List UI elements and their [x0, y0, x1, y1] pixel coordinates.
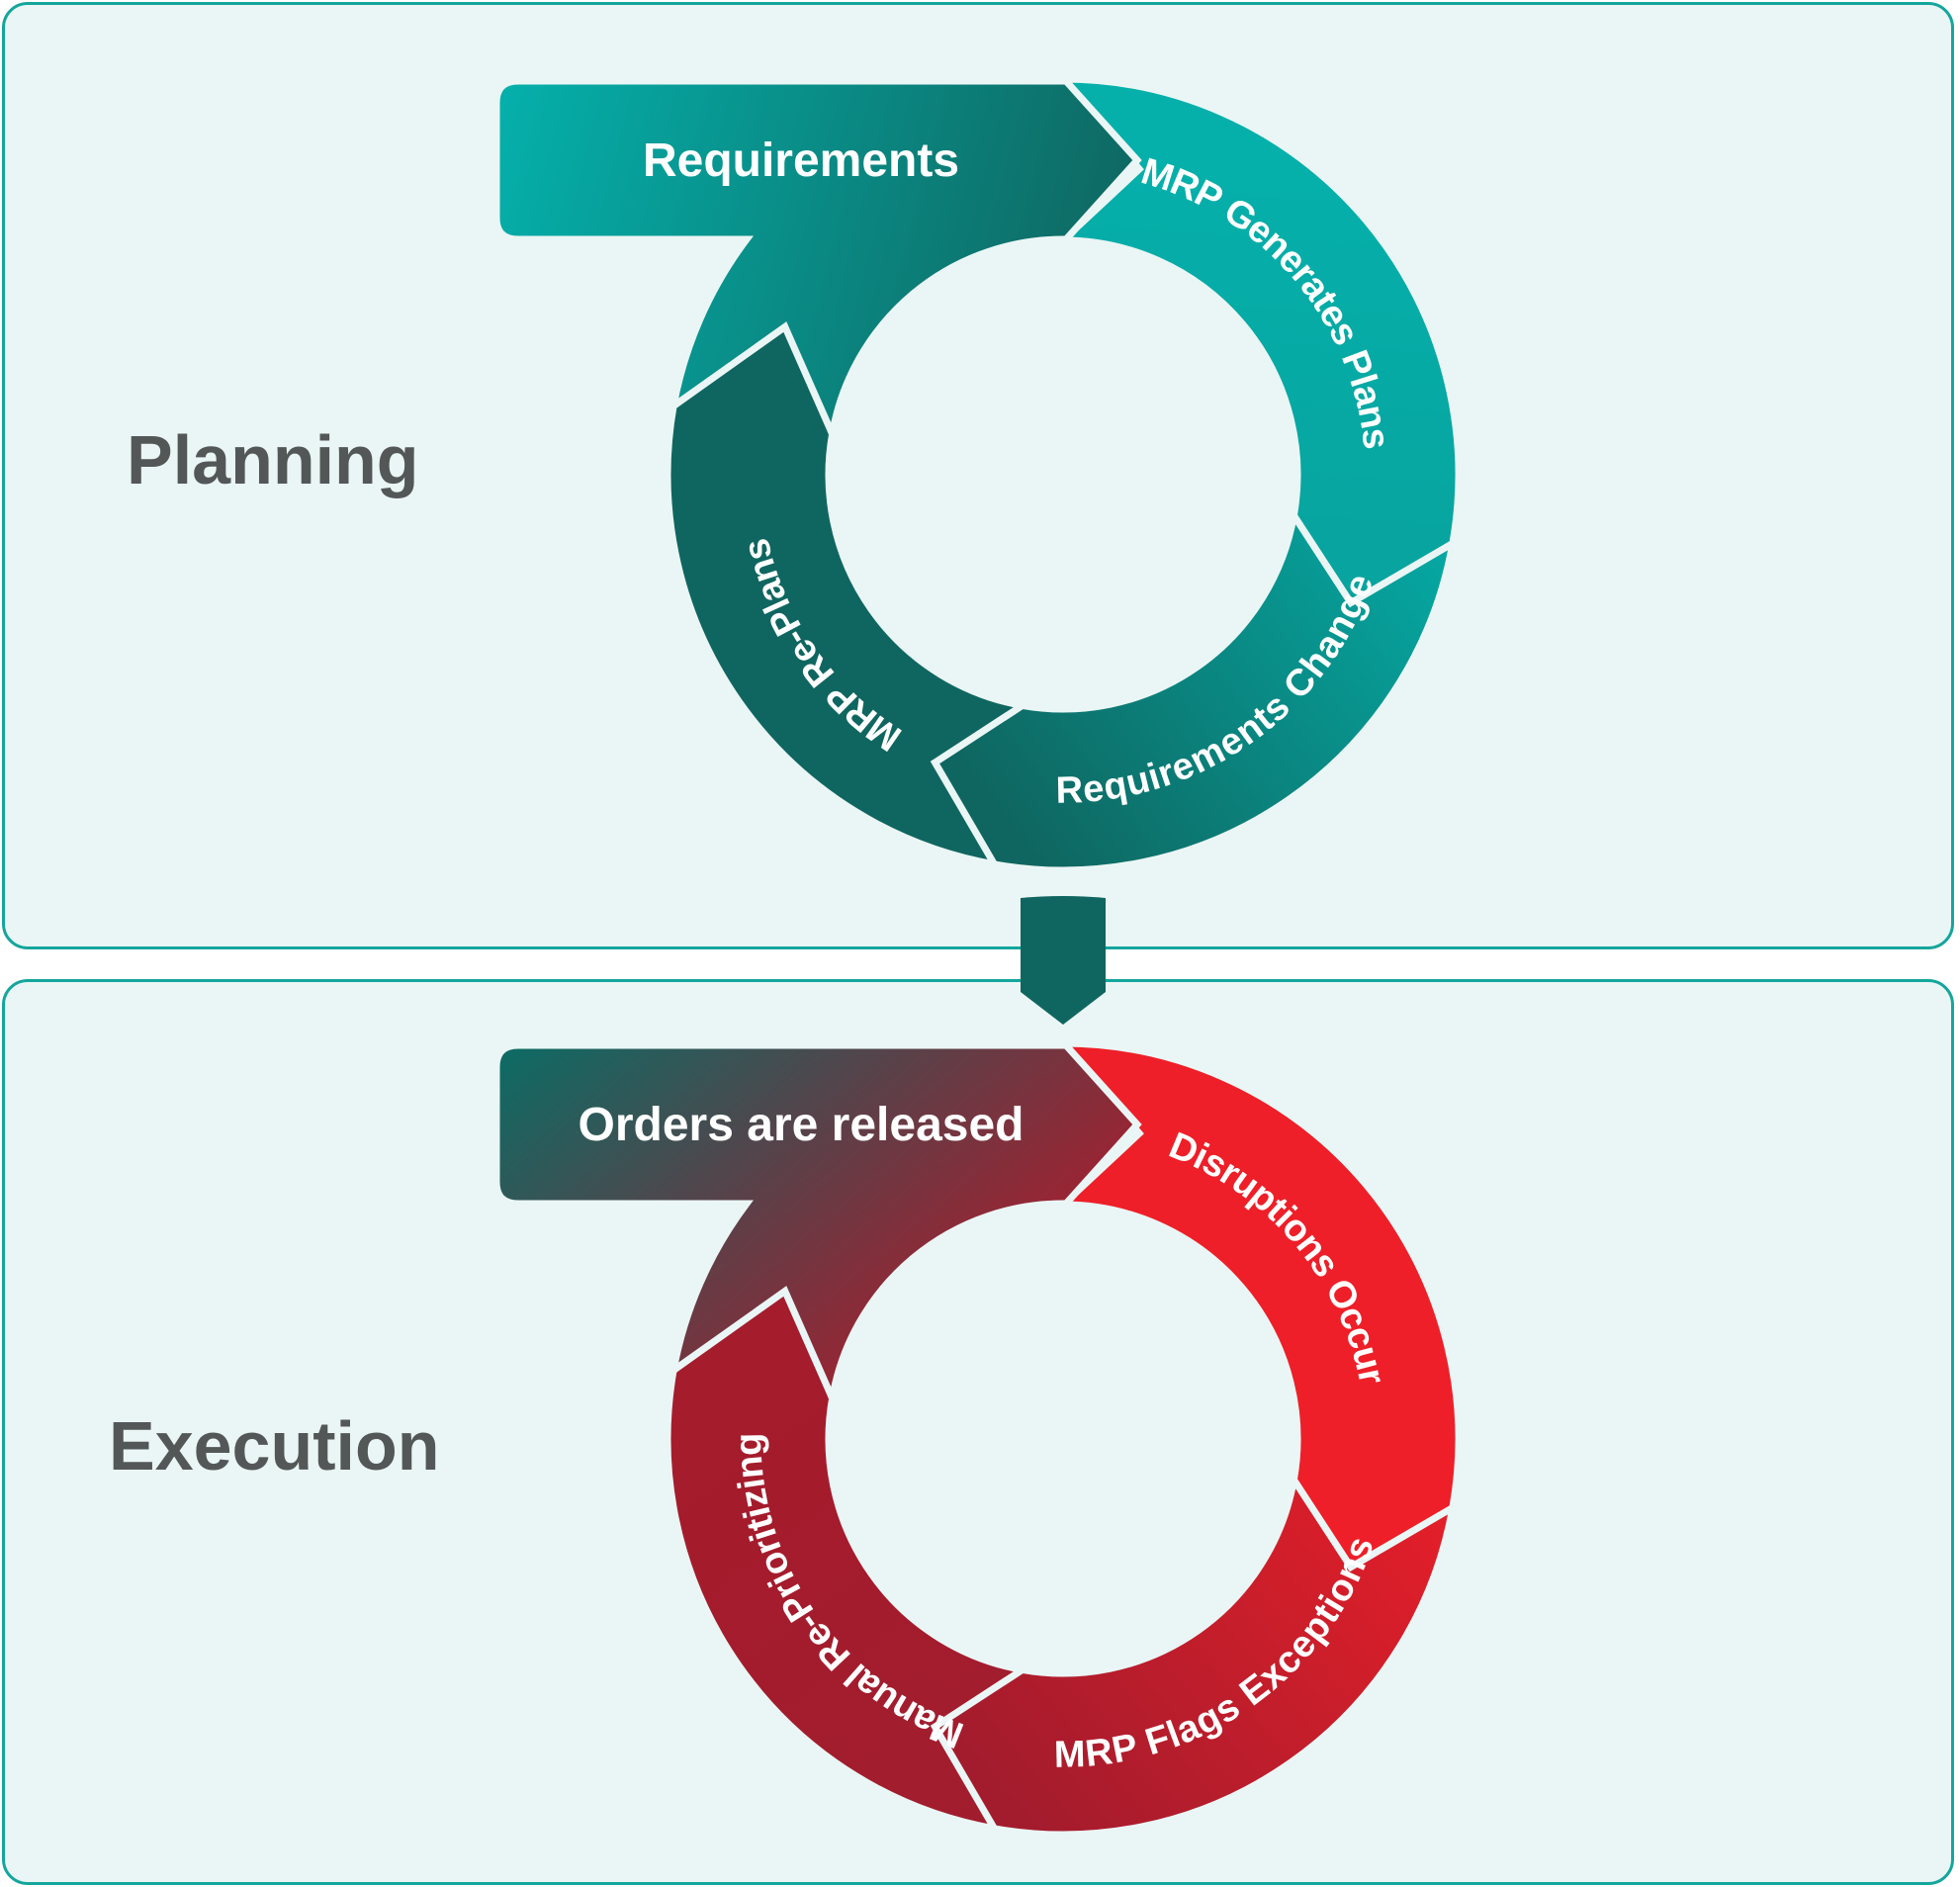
- header-label: Orders are released: [579, 1099, 1025, 1151]
- connector-arrow: [1021, 896, 1106, 1025]
- step-1-segment: [1054, 1039, 1463, 1597]
- step-2-segment: [905, 1470, 1458, 1839]
- step-3-segment: [664, 1281, 1032, 1834]
- header-arrow: [492, 77, 1142, 446]
- step-1-segment: [1054, 75, 1463, 633]
- step-2-segment: [905, 505, 1458, 874]
- step-3-segment: [664, 316, 1032, 869]
- execution-label: Execution: [109, 1407, 440, 1484]
- planning-label: Planning: [127, 421, 419, 498]
- header-label: Requirements: [643, 135, 959, 187]
- header-arrow: [492, 1041, 1142, 1410]
